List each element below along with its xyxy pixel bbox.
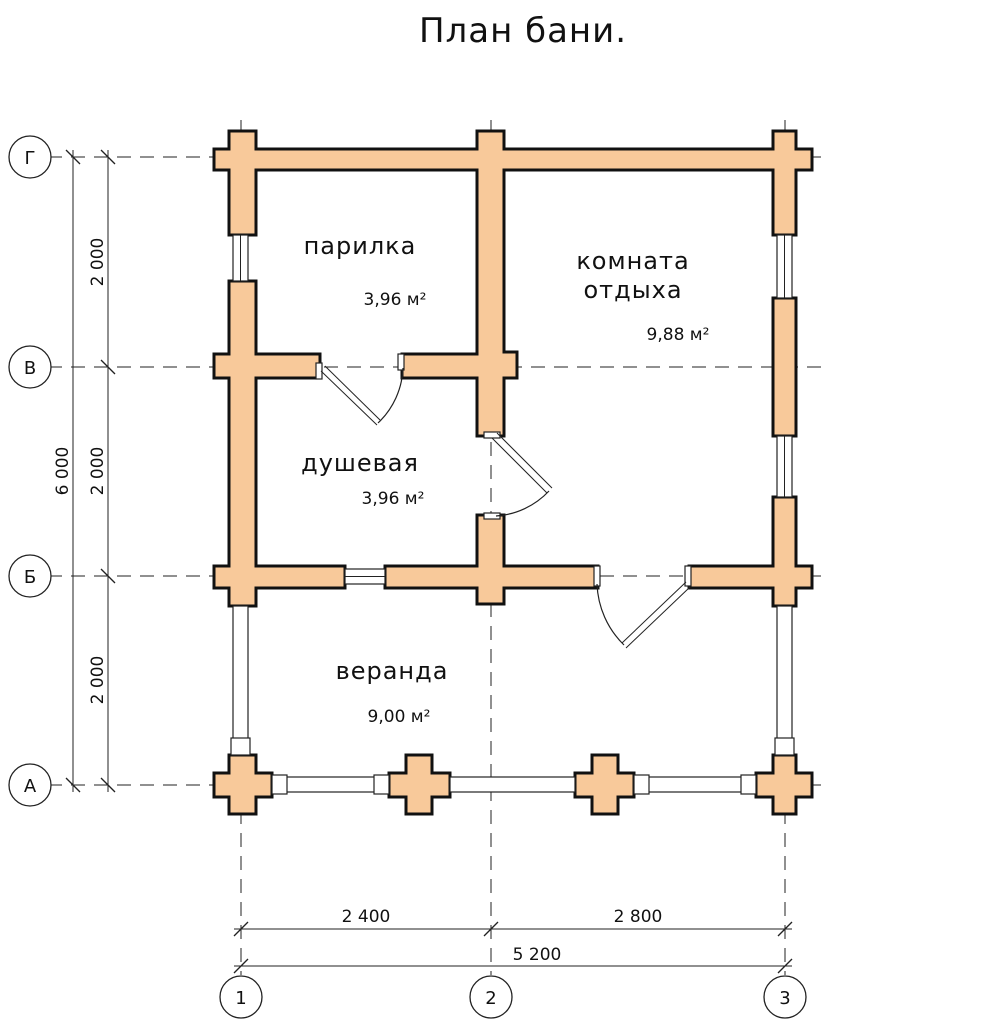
room-labels: парилка 3,96 м² комната отдыха 9,88 м² д…	[301, 232, 709, 727]
room-area-shower: 3,96 м²	[362, 489, 425, 509]
dim-width-part: 2 400	[342, 907, 391, 927]
dim-total-width: 5 200	[513, 945, 562, 965]
dim-height-part: 2 000	[88, 656, 108, 705]
column-axis-markers: 1 2 3	[219, 975, 807, 1019]
axis-row-label: А	[24, 776, 37, 797]
room-name-rest-line2: отдыха	[583, 276, 682, 304]
room-area-veranda: 9,00 м²	[368, 707, 431, 727]
room-name-veranda: веранда	[336, 657, 449, 685]
dim-height-part: 2 000	[88, 447, 108, 496]
axis-grid-lines	[48, 120, 830, 975]
room-area-rest: 9,88 м²	[647, 325, 710, 345]
room-name-shower: душевая	[301, 449, 419, 477]
dim-width-part: 2 800	[614, 907, 663, 927]
row-axis-markers: Г В Б А	[8, 135, 52, 807]
plan-title: План бани.	[419, 11, 627, 51]
axis-row-label: В	[24, 358, 36, 379]
room-name-rest-line1: комната	[576, 247, 689, 275]
dim-total-height: 6 000	[53, 447, 73, 496]
vertical-dimensions: 6 000 2 000 2 000 2 000	[53, 149, 116, 793]
windows-and-railings	[230, 234, 795, 795]
room-area-parilka: 3,96 м²	[364, 290, 427, 310]
axis-col-label: 3	[779, 988, 790, 1009]
doors	[315, 353, 692, 649]
horizontal-dimensions: 2 400 2 800 5 200	[233, 907, 793, 974]
axis-col-label: 2	[485, 988, 496, 1009]
dim-height-part: 2 000	[88, 238, 108, 287]
log-walls	[212, 129, 814, 816]
axis-col-label: 1	[235, 988, 246, 1009]
axis-row-label: Б	[24, 567, 36, 588]
axis-row-label: Г	[25, 148, 36, 169]
room-name-parilka: парилка	[304, 232, 417, 260]
